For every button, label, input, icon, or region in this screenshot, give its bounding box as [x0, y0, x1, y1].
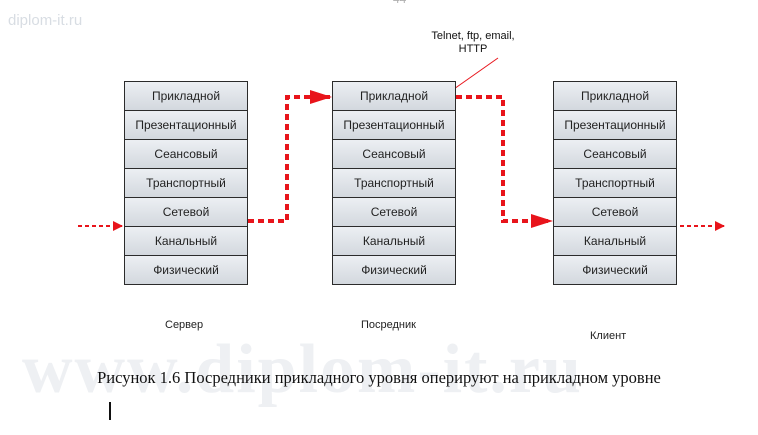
figure-caption: Рисунок 1.6 Посредники прикладного уровн…	[97, 368, 661, 387]
layer-application: Прикладной	[332, 81, 456, 111]
stack-proxy: Прикладной Презентационный Сеансовый Тра…	[332, 81, 456, 285]
layer-datalink: Канальный	[332, 226, 456, 256]
layer-network: Сетевой	[332, 197, 456, 227]
protocol-note-line1: Telnet, ftp, email,	[431, 30, 515, 42]
layer-application: Прикладной	[553, 81, 677, 111]
layer-session: Сеансовый	[332, 139, 456, 169]
arrow-server-to-proxy	[248, 90, 332, 223]
layer-presentation: Презентационный	[553, 110, 677, 140]
stack-server: Прикладной Презентационный Сеансовый Тра…	[124, 81, 248, 285]
layer-datalink: Канальный	[553, 226, 677, 256]
layer-network: Сетевой	[553, 197, 677, 227]
layer-presentation: Презентационный	[332, 110, 456, 140]
layer-session: Сеансовый	[553, 139, 677, 169]
label-proxy: Посредник	[361, 319, 416, 331]
layer-network: Сетевой	[124, 197, 248, 227]
layer-transport: Транспортный	[124, 168, 248, 198]
label-server: Сервер	[165, 319, 204, 331]
page-number: 44	[393, 0, 406, 6]
watermark-large: www.diplom-it.ru	[22, 331, 583, 408]
text-cursor	[109, 402, 111, 420]
watermark-site: diplom-it.ru	[8, 12, 83, 29]
protocol-note: Telnet, ftp, email, HTTP	[418, 30, 528, 56]
layer-physical: Физический	[553, 255, 677, 285]
layer-application: Прикладной	[124, 81, 248, 111]
stack-client: Прикладной Презентационный Сеансовый Тра…	[553, 81, 677, 285]
layer-transport: Транспортный	[553, 168, 677, 198]
layer-transport: Транспортный	[332, 168, 456, 198]
layer-physical: Физический	[124, 255, 248, 285]
layer-datalink: Канальный	[124, 226, 248, 256]
label-client: Клиент	[590, 330, 627, 342]
layer-physical: Физический	[332, 255, 456, 285]
layer-presentation: Презентационный	[124, 110, 248, 140]
layer-session: Сеансовый	[124, 139, 248, 169]
arrow-proxy-to-client	[456, 95, 553, 228]
protocol-note-line2: HTTP	[458, 43, 488, 55]
